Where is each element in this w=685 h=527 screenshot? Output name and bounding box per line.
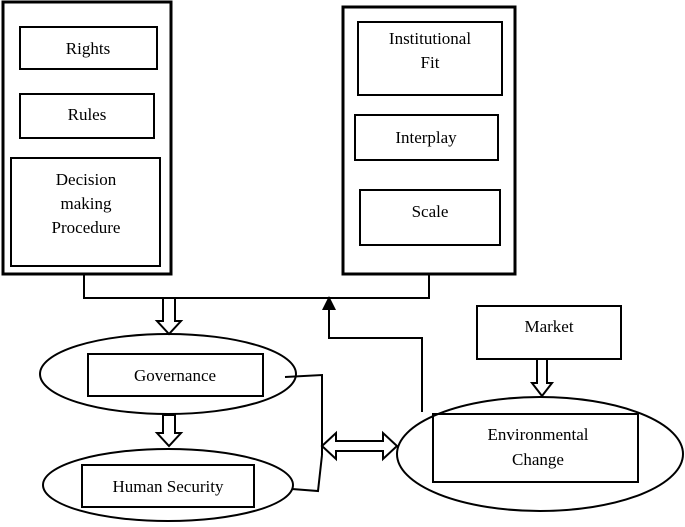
environmental-change-ellipse — [396, 396, 684, 512]
left-container — [1, 0, 173, 276]
governance-label: Governance — [134, 366, 216, 385]
double-hollow-arrow — [320, 430, 399, 462]
market-label: Market — [524, 317, 573, 336]
interplay-box — [354, 114, 499, 161]
interplay-label: Interplay — [395, 128, 457, 147]
governance-box — [87, 353, 264, 397]
hollow-arrow-to-human-security — [154, 414, 184, 448]
environmental-change-label-line1: Environmental — [487, 425, 588, 444]
institutional-fit-label-line2: Fit — [421, 53, 440, 72]
rights-box — [19, 26, 158, 70]
governance-bracket-line — [284, 373, 323, 455]
rights-label: Rights — [66, 39, 110, 58]
scale-label: Scale — [412, 202, 449, 221]
institutional-fit-label-line1: Institutional — [389, 29, 471, 48]
institutional-fit-box — [357, 21, 503, 96]
decision-procedure-label-line3: Procedure — [52, 218, 121, 237]
connector-line — [83, 274, 430, 299]
decision-procedure-box — [10, 157, 161, 267]
feedback-arrow-line — [322, 296, 423, 412]
scale-box — [359, 189, 501, 246]
environmental-change-box — [432, 413, 639, 483]
human-security-bracket-line — [291, 454, 323, 493]
rules-label: Rules — [68, 105, 107, 124]
rules-box — [19, 93, 155, 139]
decision-procedure-label-line2: making — [61, 194, 112, 213]
environmental-change-label-line2: Change — [512, 450, 564, 469]
decision-procedure-label-line1: Decision — [56, 170, 117, 189]
market-box — [476, 305, 622, 360]
human-security-ellipse — [42, 448, 294, 522]
hollow-arrow-to-environmental-change — [529, 358, 555, 398]
human-security-box — [81, 464, 255, 508]
hollow-arrow-to-governance — [154, 297, 184, 336]
human-security-label: Human Security — [113, 477, 224, 496]
